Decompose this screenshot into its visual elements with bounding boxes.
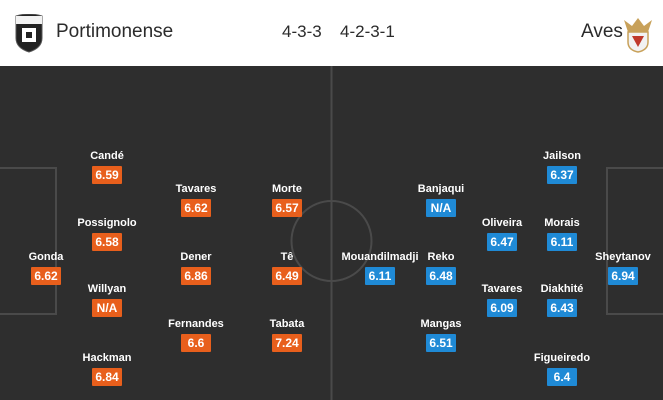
home-player-name: Morte (272, 183, 302, 195)
home-player-rating: 6.62 (181, 199, 211, 217)
home-player-rating: 7.24 (272, 334, 302, 352)
away-player-name: Sheytanov (595, 251, 651, 263)
home-player-name: Fernandes (168, 318, 224, 330)
away-player-rating: 6.48 (426, 267, 456, 285)
home-player-rating: 6.59 (92, 166, 122, 184)
away-player-rating: 6.4 (547, 368, 577, 386)
away-player-name: Banjaqui (417, 183, 465, 195)
away-player-name: Diakhité (540, 283, 584, 295)
away-player-name: Figueiredo (533, 352, 591, 364)
away-player-name: Mouandilmadji (341, 251, 419, 263)
away-player-rating: 6.43 (547, 299, 577, 317)
away-team-name: Aves (581, 21, 623, 42)
away-player-rating: 6.51 (426, 334, 456, 352)
home-player-rating: N/A (92, 299, 122, 317)
home-player-name: Willyan (87, 283, 127, 295)
home-player-name: Candé (90, 150, 124, 162)
pitch-markings (0, 66, 663, 400)
match-header: Portimonense 4-3-3 4-2-3-1 Aves (0, 0, 663, 66)
home-player-rating: 6.57 (272, 199, 302, 217)
home-player-name: Possignolo (77, 217, 137, 229)
away-player-name: Mangas (420, 318, 462, 330)
home-player-rating: 6.84 (92, 368, 122, 386)
home-player-name: Hackman (82, 352, 132, 364)
home-player-name: Tabata (269, 318, 305, 330)
away-player-name: Reko (427, 251, 455, 263)
home-player-name: Gonda (28, 251, 64, 263)
home-player-rating: 6.58 (92, 233, 122, 251)
home-player-rating: 6.49 (272, 267, 302, 285)
home-player-name: Tavares (175, 183, 217, 195)
home-player-name: Tê (280, 251, 294, 263)
away-player-rating: 6.37 (547, 166, 577, 184)
away-player-rating: 6.47 (487, 233, 517, 251)
away-player-rating: 6.09 (487, 299, 517, 317)
home-player-name: Dener (180, 251, 212, 263)
portimonense-crest-icon (15, 14, 43, 53)
home-player-rating: 6.6 (181, 334, 211, 352)
home-formation: 4-3-3 (282, 22, 322, 41)
away-formation: 4-2-3-1 (340, 22, 395, 41)
home-player-rating: 6.86 (181, 267, 211, 285)
away-player-rating: 6.94 (608, 267, 638, 285)
home-player-rating: 6.62 (31, 267, 61, 285)
away-player-name: Morais (544, 217, 580, 229)
away-player-rating: 6.11 (547, 233, 577, 251)
home-team-name: Portimonense (56, 21, 174, 42)
aves-crest-icon (624, 18, 652, 53)
away-player-rating: N/A (426, 199, 456, 217)
away-player-rating: 6.11 (365, 267, 395, 285)
away-player-name: Oliveira (481, 217, 523, 229)
away-player-name: Tavares (481, 283, 523, 295)
away-player-name: Jailson (543, 150, 581, 162)
